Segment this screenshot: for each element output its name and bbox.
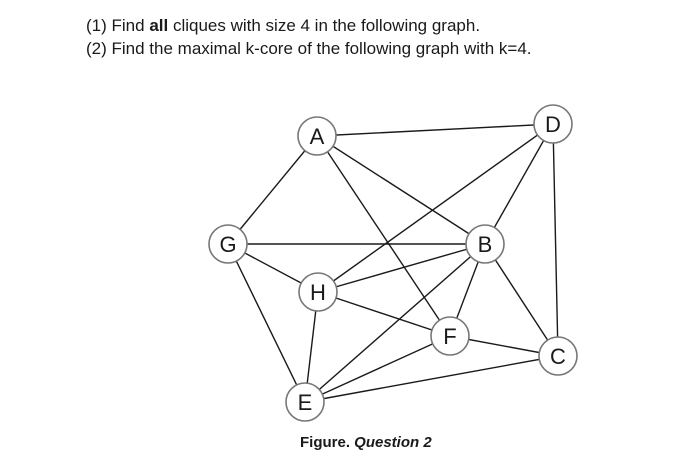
edge-d-h [317, 123, 554, 293]
node-a: A [297, 116, 337, 156]
node-a-circle [297, 116, 337, 156]
node-f-circle [430, 316, 470, 356]
node-f-label: F [443, 324, 456, 349]
node-h: H [298, 272, 338, 312]
question-2-text: Find the maximal k-core of the following… [111, 39, 532, 58]
node-b: B [465, 224, 505, 264]
graph-edges [227, 123, 559, 403]
question-2-number: (2) [86, 39, 107, 58]
edge-a-b [316, 135, 486, 245]
edge-b-c [484, 243, 559, 357]
edge-g-e [227, 243, 306, 403]
node-c-label: C [550, 344, 566, 369]
edge-h-b [317, 243, 486, 293]
node-e-label: E [298, 390, 313, 415]
question-2: (2) Find the maximal k-core of the follo… [86, 37, 666, 60]
node-g: G [208, 224, 248, 264]
edge-a-f [316, 135, 451, 337]
edge-a-g [227, 135, 318, 245]
node-b-circle [465, 224, 505, 264]
question-1-text-after: cliques with size 4 in the following gra… [168, 16, 481, 35]
edge-h-f [317, 291, 451, 337]
question-1-number: (1) [86, 16, 107, 35]
node-h-label: H [310, 280, 326, 305]
node-a-label: A [310, 124, 325, 149]
node-c-circle [538, 336, 578, 376]
node-f: F [430, 316, 470, 356]
node-g-label: G [219, 232, 236, 257]
edge-d-b [484, 123, 554, 245]
node-b-label: B [478, 232, 493, 257]
node-h-circle [298, 272, 338, 312]
node-d-label: D [545, 112, 561, 137]
edge-d-c [552, 123, 559, 357]
question-1-text-before: Find [111, 16, 150, 35]
node-d: D [533, 104, 573, 144]
edge-a-d [316, 123, 554, 137]
figure-caption-prefix: Figure. [300, 434, 355, 451]
question-1: (1) Find all cliques with size 4 in the … [86, 14, 666, 37]
node-e: E [285, 382, 325, 422]
edge-f-e [304, 335, 451, 403]
node-d-circle [533, 104, 573, 144]
figure-caption: Figure. Question 2 [300, 434, 432, 451]
graph-nodes: A D G B H F C E [208, 104, 578, 422]
figure-caption-name: Question 2 [354, 434, 432, 451]
node-c: C [538, 336, 578, 376]
question-1-emphasis: all [149, 16, 169, 35]
question-list: (1) Find all cliques with size 4 in the … [86, 14, 666, 60]
edge-b-e [304, 243, 486, 403]
node-e-circle [285, 382, 325, 422]
edge-e-c [304, 355, 559, 403]
node-g-circle [208, 224, 248, 264]
